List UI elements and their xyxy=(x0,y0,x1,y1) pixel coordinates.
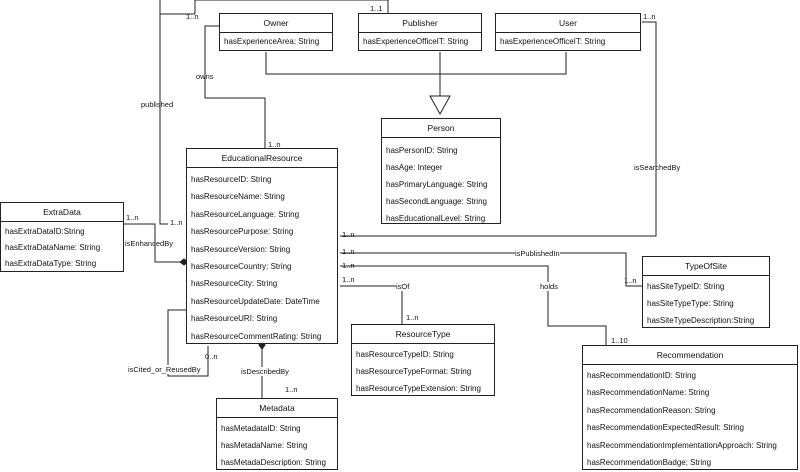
class-er-attr-6: hasResourceCity: String xyxy=(191,279,278,289)
class-site-attr-1: hasSiteTypeType: String xyxy=(647,299,734,308)
label-isof: isOf xyxy=(396,282,410,291)
class-owner-attr-0: hasExperienceArea: String xyxy=(224,37,320,46)
class-person-attr-4: hasEducationalLevel: String xyxy=(386,214,486,223)
class-meta-attr-0: hasMetadataID: String xyxy=(221,424,301,433)
mult-extra: 1..n xyxy=(126,213,139,222)
mult-top-right: 1..n xyxy=(643,12,656,21)
class-person-attr-3: hasSecondLanguage: String xyxy=(386,197,487,206)
class-person-name: Person xyxy=(382,119,500,138)
class-rt-attr-2: hasResourceTypeExtension: String xyxy=(356,384,481,393)
class-rec-attr-1: hasRecommendationName: String xyxy=(587,388,710,398)
class-owner[interactable]: Owner hasExperienceArea: String xyxy=(219,13,333,51)
label-isdescribedby: isDescribedBy xyxy=(241,367,289,376)
class-er-attr-9: hasResourceCommentRating: String xyxy=(191,331,322,341)
iscited-line xyxy=(167,309,209,377)
class-recommendation[interactable]: Recommendation hasRecommendationID: Stri… xyxy=(582,345,798,470)
user-generalization xyxy=(440,52,567,75)
label-isenhancedby: isEnhancedBy xyxy=(125,239,173,248)
label-ispublishedin: isPublishedIn xyxy=(515,249,560,258)
class-educational-resource[interactable]: EducationalResource hasResourceID: Strin… xyxy=(186,148,338,344)
class-type-of-site-name: TypeOfSite xyxy=(643,257,769,276)
label-published: published xyxy=(141,100,174,109)
class-meta-attr-1: hasMetadaName: String xyxy=(221,441,308,450)
class-metadata[interactable]: Metadata hasMetadataID: String hasMetada… xyxy=(216,398,338,470)
isenhancedby-line xyxy=(124,223,186,263)
class-meta-attr-2: hasMetadaDescription: String xyxy=(221,458,326,467)
class-educational-resource-name: EducationalResource xyxy=(187,149,337,168)
class-er-attr-2: hasResourceLanguage: String xyxy=(191,209,300,219)
published-line xyxy=(194,0,389,14)
class-extra-data-attr-1: hasExtraDataName: String xyxy=(5,243,101,252)
class-rt-attr-1: hasResourceTypeFormat: String xyxy=(356,367,472,376)
class-person-attr-0: hasPersonID: String xyxy=(386,146,458,155)
class-rt-attr-0: hasResourceTypeID: String xyxy=(356,350,454,359)
class-rec-attr-4: hasRecommendationImplementationApproach:… xyxy=(587,440,777,450)
mult-er-right-search: 1..n xyxy=(342,230,355,239)
class-rec-attr-3: hasRecommendationExpectedResult: String xyxy=(587,423,744,433)
mult-rec-top: 1..10 xyxy=(611,336,628,345)
mult-er-right-holds: 1..n xyxy=(342,261,355,270)
isof-line xyxy=(340,285,403,324)
mult-top-mid: 1..1 xyxy=(370,4,383,13)
class-person-attr-1: hasAge: Integer xyxy=(386,163,443,172)
mult-rt-top: 1..n xyxy=(406,313,419,322)
mult-top-left: 1..n xyxy=(186,12,199,21)
class-publisher-attr-0: hasExperienceOfficeIT: String xyxy=(363,37,469,46)
mult-er-left-pub: 1..n xyxy=(170,218,183,227)
class-person-attr-2: hasPrimaryLanguage: String xyxy=(386,180,488,189)
class-er-attr-7: hasResourceUpdateDate: DateTime xyxy=(191,296,320,306)
class-site-attr-0: hasSiteTypeID: String xyxy=(647,282,725,291)
class-rec-attr-5: hasRecommendationBadge: String xyxy=(587,458,712,468)
class-metadata-name: Metadata xyxy=(217,399,337,418)
class-er-attr-4: hasResourceVersion: String xyxy=(191,244,291,254)
label-iscited: isCited_or_ReusedBy xyxy=(128,365,201,374)
class-extra-data-attr-2: hasExtraDataType: String xyxy=(5,259,97,268)
owner-generalization xyxy=(265,52,440,75)
mult-er-right-site: 1..n xyxy=(342,247,355,256)
class-er-attr-3: hasResourcePurpose: String xyxy=(191,227,294,237)
holds-line xyxy=(340,265,607,345)
ispublishedin-line xyxy=(340,252,642,287)
mult-er-top: 1..n xyxy=(268,140,281,149)
published-line-2 xyxy=(159,0,168,225)
class-extra-data-attr-0: hasExtraDataID:String xyxy=(5,227,85,236)
label-holds: holds xyxy=(540,282,558,291)
class-rec-attr-2: hasRecommendationReason: String xyxy=(587,405,716,415)
class-publisher-name: Publisher xyxy=(359,14,481,33)
class-type-of-site[interactable]: TypeOfSite hasSiteTypeID: String hasSite… xyxy=(642,256,770,328)
label-owns: owns xyxy=(196,72,214,81)
class-resource-type[interactable]: ResourceType hasResourceTypeID: String h… xyxy=(351,324,495,396)
class-site-attr-2: hasSiteTypeDescription:String xyxy=(647,316,755,325)
class-extra-data[interactable]: ExtraData hasExtraDataID:String hasExtra… xyxy=(0,202,124,272)
mult-er-right-isof: 1..n xyxy=(342,275,355,284)
class-user-name: User xyxy=(496,14,640,33)
mult-meta: 1..n xyxy=(285,385,298,394)
class-extra-data-name: ExtraData xyxy=(1,203,123,222)
label-issearchedby: isSearchedBy xyxy=(634,163,681,172)
class-person[interactable]: Person hasPersonID: String hasAge: Integ… xyxy=(381,118,501,224)
mult-er-bottom: 0..n xyxy=(205,352,218,361)
class-user[interactable]: User hasExperienceOfficeIT: String xyxy=(495,13,641,51)
class-resource-type-name: ResourceType xyxy=(352,325,494,344)
class-recommendation-name: Recommendation xyxy=(583,346,797,365)
class-er-attr-0: hasResourceID: String xyxy=(191,175,272,184)
issearchedby-line xyxy=(340,21,657,237)
class-er-attr-8: hasResourceURI: String xyxy=(191,314,278,324)
mult-site-left: 1..n xyxy=(624,276,637,285)
class-er-attr-1: hasResourceName: String xyxy=(191,192,285,202)
class-publisher[interactable]: Publisher hasExperienceOfficeIT: String xyxy=(358,13,482,51)
class-rec-attr-0: hasRecommendationID: String xyxy=(587,371,696,380)
generalization-arrow xyxy=(429,95,451,116)
class-owner-name: Owner xyxy=(220,14,332,33)
class-user-attr-0: hasExperienceOfficeIT: String xyxy=(500,37,606,46)
class-er-attr-5: hasResourceCountry: String xyxy=(191,262,292,272)
owns-line xyxy=(204,25,266,148)
